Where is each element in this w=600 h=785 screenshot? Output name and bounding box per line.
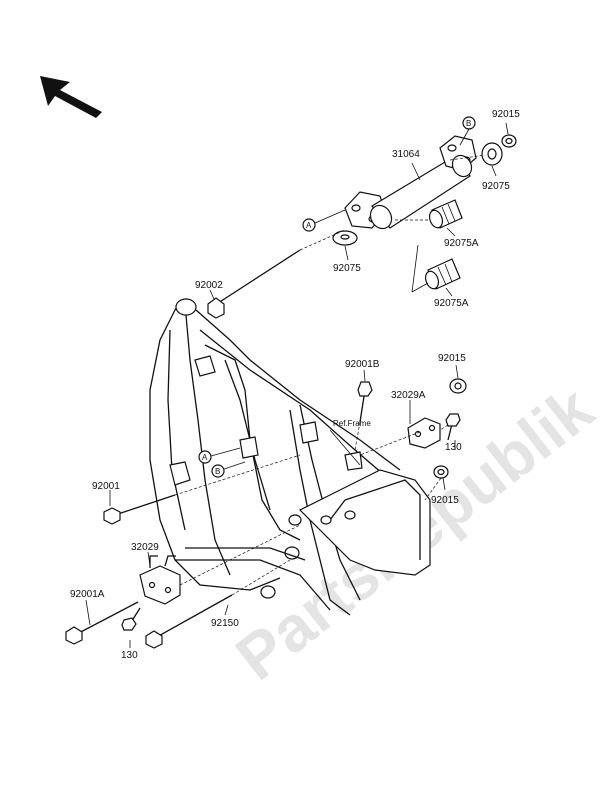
label-92075A-upper: 92075A: [444, 238, 479, 249]
bolt-130-left: [121, 607, 141, 631]
callout-b-frame: B: [211, 461, 246, 478]
bracket-32029: [139, 555, 181, 605]
label-92075A-lower: 92075A: [434, 298, 469, 309]
direction-arrow-icon: [40, 76, 102, 118]
collar-92075-lower: [332, 230, 358, 246]
svg-text:A: A: [202, 453, 208, 462]
label-92001: 92001: [92, 481, 120, 492]
label-92015-low: 92015: [431, 495, 459, 506]
bolt-92001A: [65, 601, 139, 645]
bolt-92150: [145, 594, 233, 649]
svg-text:B: B: [466, 119, 471, 128]
rubber-bushing-92075A-lower: [424, 258, 461, 290]
label-32029A: 32029A: [391, 390, 426, 401]
label-92001A: 92001A: [70, 589, 105, 600]
label-ref-frame: Ref.Frame: [333, 419, 371, 428]
svg-text:B: B: [215, 467, 220, 476]
rubber-bushing-92075A-upper: [428, 199, 463, 229]
bolt-130-right: [445, 413, 461, 441]
label-92001B: 92001B: [345, 359, 380, 370]
label-92075-right: 92075: [482, 181, 510, 192]
callout-a-top: A: [302, 209, 346, 232]
nut-92015-top: [501, 134, 517, 148]
motorcycle-frame: [149, 298, 431, 616]
label-92015-mid: 92015: [438, 353, 466, 364]
bolt-92002: [207, 249, 301, 319]
label-130-left: 130: [121, 650, 138, 661]
label-92075-lower: 92075: [333, 263, 361, 274]
callout-b-top: B: [459, 116, 476, 146]
bolt-92001B: [357, 381, 373, 423]
callout-a-frame: A: [198, 447, 241, 464]
bracket-32029A: [407, 417, 441, 449]
label-32029: 32029: [131, 542, 159, 553]
svg-text:A: A: [306, 221, 312, 230]
label-92015-top: 92015: [492, 109, 520, 120]
label-92150: 92150: [211, 618, 239, 629]
bolt-92001: [103, 494, 176, 525]
label-31064: 31064: [392, 149, 420, 160]
leader-lines: [85, 122, 509, 648]
collar-92075-right: [481, 142, 503, 166]
nut-92015-low: [433, 465, 449, 479]
cross-tube-31064: [344, 135, 477, 230]
label-130-right: 130: [445, 442, 462, 453]
nut-92015-mid: [449, 378, 467, 394]
label-92002: 92002: [195, 280, 223, 291]
